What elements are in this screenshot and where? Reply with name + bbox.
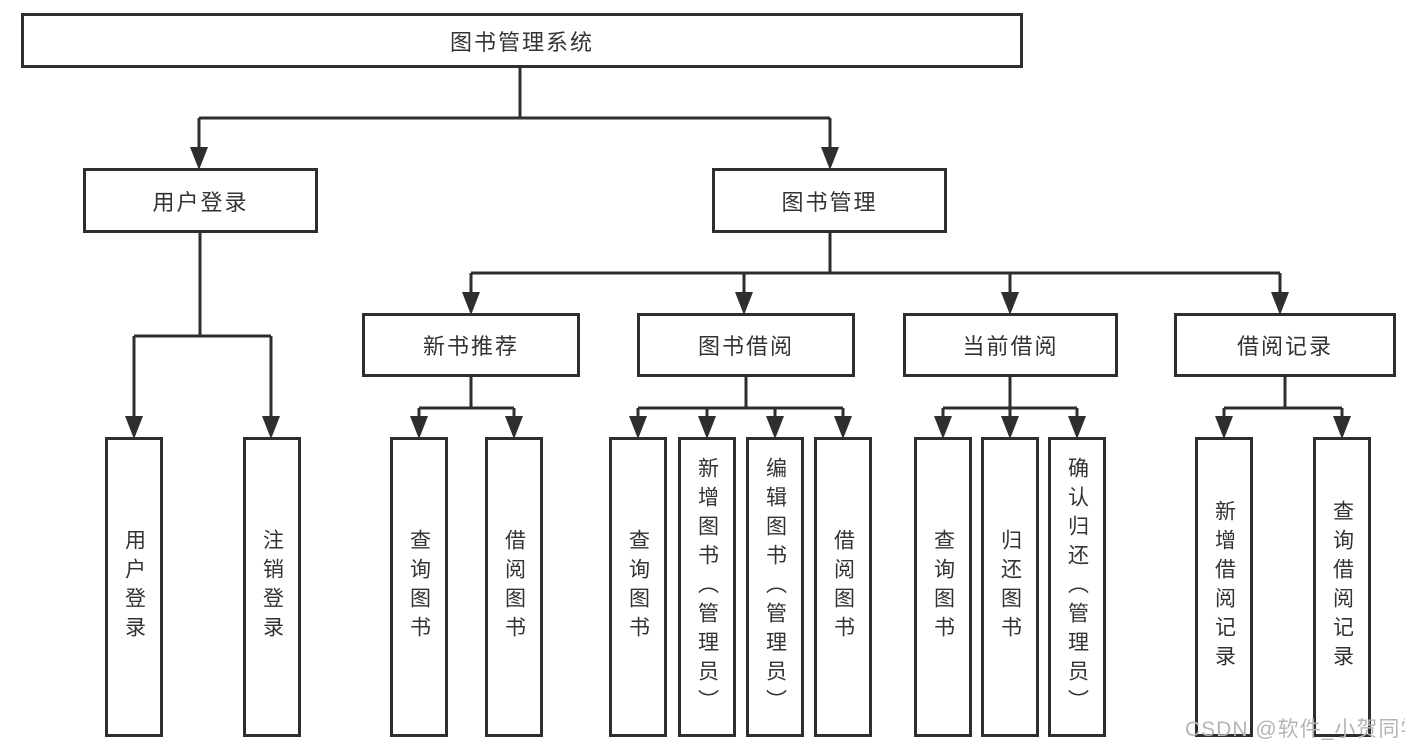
leaf-borrow-books: 借阅图书: [814, 437, 872, 737]
node-label: 当前借阅: [962, 334, 1059, 359]
node-label: 查询图书: [931, 529, 955, 645]
leaf-user-login: 用户登录: [105, 437, 163, 737]
leaf-edit-books-admin: 编辑图书（管理员）: [746, 437, 804, 737]
node-label: 编辑图书（管理员）: [763, 456, 787, 718]
node-label: 图书借阅: [697, 334, 794, 359]
node-current-borrowing: 当前借阅: [903, 313, 1118, 377]
node-label: 图书管理: [781, 189, 878, 215]
node-library-management-system: 图书管理系统: [21, 13, 1023, 68]
leaf-logout: 注销登录: [243, 437, 301, 737]
node-label: 注销登录: [260, 529, 284, 645]
node-user-login: 用户登录: [83, 168, 318, 233]
node-book-borrowing: 图书借阅: [637, 313, 855, 377]
node-label: 查询借阅记录: [1330, 500, 1354, 674]
leaf-query-books-borrow: 查询图书: [609, 437, 667, 737]
leaf-borrow-books-recommend: 借阅图书: [485, 437, 543, 737]
leaf-query-borrow-record: 查询借阅记录: [1313, 437, 1371, 737]
leaf-query-books-current: 查询图书: [914, 437, 972, 737]
node-label: 新增借阅记录: [1212, 500, 1236, 674]
node-label: 用户登录: [152, 189, 249, 215]
node-label: 归还图书: [998, 529, 1022, 645]
node-new-book-recommendation: 新书推荐: [362, 313, 580, 377]
leaf-query-books-recommend: 查询图书: [390, 437, 448, 737]
leaf-confirm-return-admin: 确认归还（管理员）: [1048, 437, 1106, 737]
leaf-add-books-admin: 新增图书（管理员）: [678, 437, 736, 737]
node-label: 查询图书: [626, 529, 650, 645]
node-label: 借阅图书: [502, 529, 526, 645]
node-borrowing-records: 借阅记录: [1174, 313, 1396, 377]
leaf-add-borrow-record: 新增借阅记录: [1195, 437, 1253, 737]
leaf-return-books: 归还图书: [981, 437, 1039, 737]
node-label: 用户登录: [122, 529, 146, 645]
node-label: 新书推荐: [422, 334, 519, 359]
node-label: 确认归还（管理员）: [1065, 456, 1089, 718]
node-label: 借阅记录: [1236, 334, 1333, 359]
node-book-management: 图书管理: [712, 168, 947, 233]
node-label: 借阅图书: [831, 529, 855, 645]
node-label: 新增图书（管理员）: [695, 456, 719, 718]
csdn-watermark: CSDN @软件_小贺同学: [1185, 718, 1405, 741]
node-label: 查询图书: [407, 529, 431, 645]
node-label: 图书管理系统: [449, 29, 594, 55]
